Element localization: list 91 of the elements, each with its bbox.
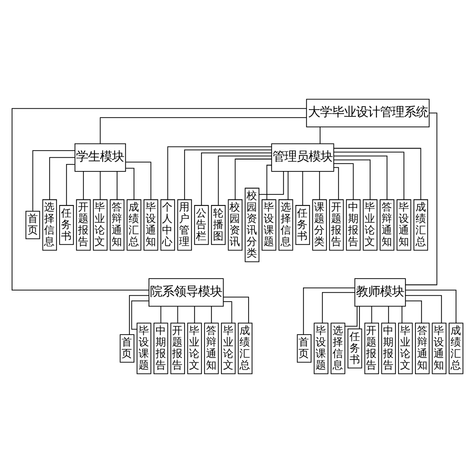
node-box: 轮播图 (210, 205, 226, 245)
node-box: 任务书 (58, 205, 74, 245)
connector (404, 290, 456, 324)
connector (128, 295, 149, 335)
connector (124, 168, 134, 200)
node-box: 毕设通知 (431, 322, 446, 374)
node-box: 选择信息 (278, 199, 293, 251)
node-box: 毕业论文 (398, 322, 412, 374)
node-box: 毕业论文 (92, 199, 108, 251)
connector (66, 164, 75, 206)
node-box: 任务书 (294, 205, 310, 245)
node-box: 教师模块 (354, 278, 406, 307)
connector (332, 159, 370, 200)
connector (99, 117, 306, 144)
node-box: 公告栏 (194, 205, 208, 245)
connector (318, 171, 320, 200)
connector (344, 306, 357, 327)
node-box: 答辩通知 (109, 199, 124, 251)
connector (321, 292, 354, 324)
node-box: 毕业论文 (362, 199, 377, 251)
node-box: 校园资讯分类 (244, 188, 259, 262)
node-box: 个人中心 (160, 199, 174, 251)
connector (404, 295, 442, 324)
node-box: 大学毕业设计管理系统 (306, 98, 430, 128)
connector (130, 300, 149, 330)
connector (404, 300, 422, 324)
connector (358, 306, 360, 330)
connector (82, 171, 84, 200)
node-box: 开题报告 (170, 322, 184, 374)
connector (32, 150, 75, 212)
node-box: 首页 (296, 334, 311, 363)
node-box: 答辩通知 (414, 322, 430, 374)
connector (166, 146, 272, 200)
connector (11, 108, 306, 291)
connector (266, 164, 272, 200)
node-box: 选择信息 (330, 322, 345, 374)
node-box: 院系领导模块 (148, 278, 224, 307)
node-box: 毕业论文 (186, 322, 202, 374)
node-box: 中期报告 (380, 322, 396, 374)
node-box: 开题报告 (76, 199, 90, 251)
node-box: 中期报告 (153, 322, 168, 374)
connector (404, 112, 437, 286)
connector (370, 306, 372, 324)
connector (332, 152, 404, 200)
node-box: 校园资讯 (227, 199, 242, 251)
connector (160, 306, 161, 324)
node-box: 管理员模块 (270, 143, 334, 172)
node-box: 成绩汇总 (237, 322, 252, 374)
connector (332, 167, 338, 200)
connector (124, 162, 151, 200)
connector (302, 288, 355, 335)
connector (401, 306, 402, 324)
connector (99, 171, 100, 200)
connector (234, 158, 272, 200)
connector (217, 156, 272, 206)
connector (222, 301, 232, 324)
connector (48, 157, 75, 200)
connector (332, 156, 387, 200)
node-box: 毕设通知 (143, 199, 158, 251)
node-box: 毕设课题 (261, 199, 276, 251)
node-box: 首页 (24, 210, 40, 240)
connector (200, 152, 272, 206)
node-box: 答辩通知 (379, 199, 394, 251)
connector (222, 296, 248, 324)
node-box: 毕业论文 (220, 322, 236, 374)
node-box: 成绩汇总 (412, 199, 428, 251)
node-box: 成绩汇总 (448, 322, 463, 374)
connector (332, 163, 354, 200)
node-box: 答辩通知 (204, 322, 218, 374)
connector (302, 171, 303, 206)
connector (176, 306, 178, 324)
node-box: 课题分类 (312, 199, 326, 251)
node-box: 用户管理 (176, 199, 192, 251)
connector (258, 171, 284, 195)
connector (287, 171, 288, 200)
node-box: 毕设通知 (396, 199, 411, 251)
connector (184, 149, 272, 200)
node-box: 开题报告 (328, 199, 344, 251)
node-box: 任务书 (347, 328, 362, 368)
connector (333, 148, 421, 200)
node-box: 选择信息 (42, 199, 56, 251)
node-box: 成绩汇总 (126, 199, 141, 251)
node-box: 首页 (119, 334, 134, 363)
connector (319, 126, 320, 144)
node-box: 毕设课题 (313, 322, 328, 374)
connector (116, 171, 117, 200)
node-box: 学生模块 (74, 143, 126, 172)
connector (210, 306, 212, 324)
node-box: 毕设课题 (136, 322, 151, 374)
node-box: 开题报告 (364, 322, 378, 374)
node-box: 中期报告 (346, 199, 360, 251)
